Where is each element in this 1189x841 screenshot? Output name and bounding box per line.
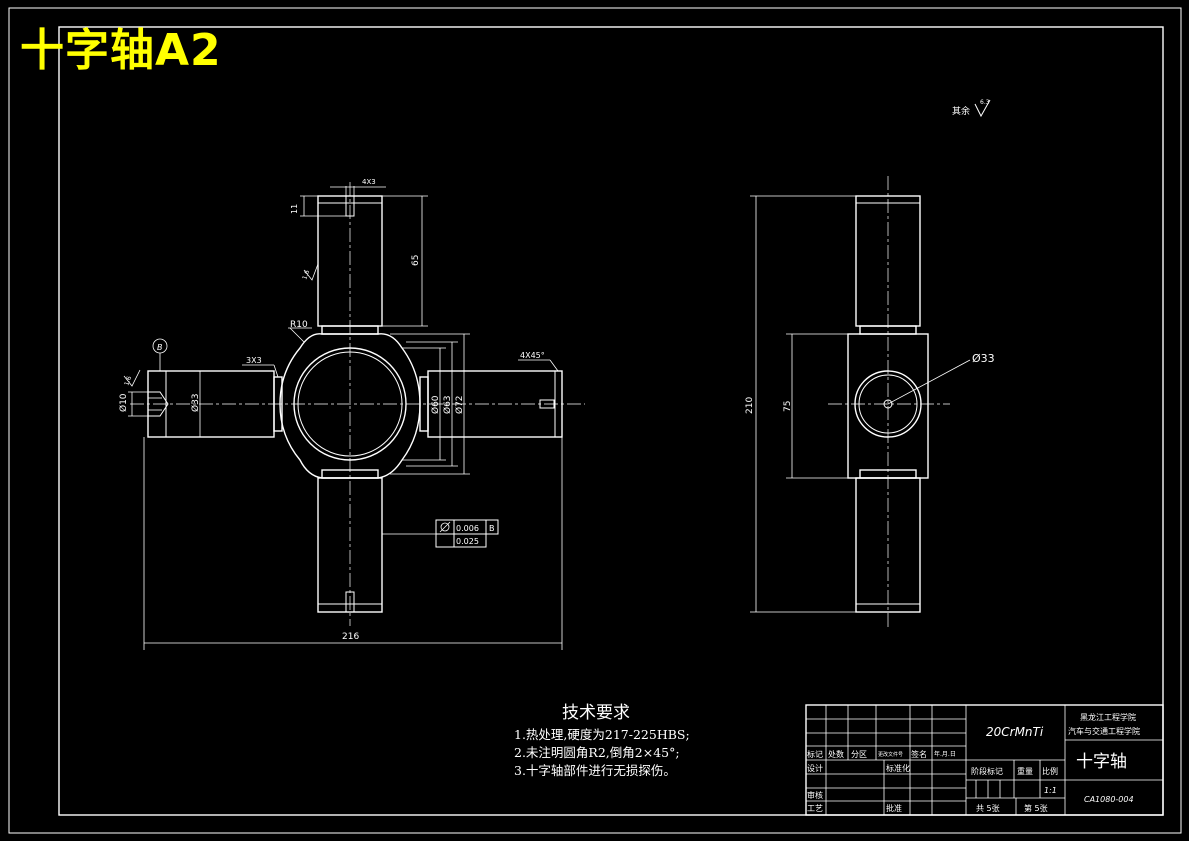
- side-top-journal: [855, 195, 921, 327]
- svg-text:Ø60: Ø60: [430, 395, 441, 414]
- svg-text:处数: 处数: [828, 749, 844, 759]
- svg-text:R10: R10: [290, 320, 308, 330]
- svg-text:Ø72: Ø72: [454, 395, 465, 414]
- svg-text:Ø33: Ø33: [190, 393, 201, 412]
- svg-text:其余: 其余: [952, 105, 970, 117]
- front-view: [130, 182, 585, 626]
- svg-text:Ø63: Ø63: [442, 395, 453, 414]
- svg-text:11: 11: [290, 204, 299, 214]
- svg-text:工艺: 工艺: [807, 804, 823, 813]
- outer-frame: [8, 7, 1182, 834]
- svg-text:75: 75: [783, 401, 793, 412]
- svg-text:B: B: [489, 524, 495, 533]
- title-block: [805, 704, 1164, 816]
- requirement-line-2: 2.未注明圆角R2,倒角2×45°;: [514, 745, 680, 760]
- svg-text:65: 65: [411, 255, 421, 266]
- inner-frame: [58, 26, 1164, 816]
- svg-text:4X3: 4X3: [362, 178, 376, 186]
- svg-text:共 5张: 共 5张: [976, 804, 1000, 813]
- svg-text:汽车与交通工程学院: 汽车与交通工程学院: [1068, 726, 1140, 736]
- sheet-title: 十字轴A2: [20, 25, 222, 76]
- requirement-line-3: 3.十字轴部件进行无损探伤。: [514, 763, 676, 778]
- side-dimensions: [750, 195, 971, 613]
- svg-text:4X45°: 4X45°: [520, 351, 545, 360]
- svg-text:CA1080-004: CA1080-004: [1084, 795, 1134, 804]
- svg-text:阶段标记: 阶段标记: [971, 766, 1003, 776]
- svg-text:年.月.日: 年.月.日: [934, 750, 956, 758]
- svg-text:标准化: 标准化: [886, 763, 910, 773]
- svg-text:批准: 批准: [886, 803, 902, 813]
- svg-text:1.6: 1.6: [301, 269, 311, 281]
- tolerance-frame: 0.006 B 0.025: [435, 519, 499, 548]
- front-dimensions: [123, 186, 563, 650]
- svg-text:比例: 比例: [1042, 766, 1058, 776]
- svg-text:6.3: 6.3: [980, 99, 990, 106]
- svg-text:分区: 分区: [851, 750, 867, 759]
- requirements-heading: 技术要求: [562, 703, 630, 723]
- svg-text:第 5张: 第 5张: [1024, 803, 1048, 813]
- svg-text:签名: 签名: [911, 749, 927, 759]
- svg-text:210: 210: [745, 397, 755, 414]
- side-view: [828, 176, 950, 630]
- svg-text:1.6: 1.6: [123, 375, 133, 387]
- svg-text:20CrMnTi: 20CrMnTi: [986, 725, 1044, 739]
- svg-text:1:1: 1:1: [1044, 786, 1057, 795]
- svg-text:0.006: 0.006: [456, 524, 479, 533]
- svg-text:3X3: 3X3: [246, 356, 262, 365]
- svg-text:重量: 重量: [1017, 766, 1033, 776]
- title-block-text: 标记 处数 分区 更改文件号 签名 年.月.日 设计 标准化 审核 工艺 批准 …: [807, 712, 1140, 813]
- svg-text:十字轴: 十字轴: [1076, 752, 1127, 772]
- front-dimension-text: 216 65 11 4X3 R10 3X3 4X45° Ø10 Ø33 Ø60 …: [118, 178, 545, 642]
- svg-text:设计: 设计: [807, 763, 823, 773]
- svg-text:Ø33: Ø33: [972, 352, 995, 365]
- surface-finish-note: 其余 6.3: [952, 99, 991, 118]
- requirement-line-1: 1.热处理,硬度为217-225HBS;: [514, 727, 690, 742]
- svg-text:更改文件号: 更改文件号: [878, 751, 903, 758]
- svg-text:审核: 审核: [807, 790, 823, 800]
- svg-text:黑龙江工程学院: 黑龙江工程学院: [1080, 712, 1136, 722]
- svg-text:Ø10: Ø10: [118, 393, 129, 412]
- svg-text:216: 216: [342, 632, 359, 642]
- svg-text:B: B: [157, 343, 163, 352]
- side-dimension-text: 210 75 Ø33: [745, 352, 995, 414]
- svg-text:0.025: 0.025: [456, 537, 479, 546]
- svg-text:标记: 标记: [807, 749, 823, 759]
